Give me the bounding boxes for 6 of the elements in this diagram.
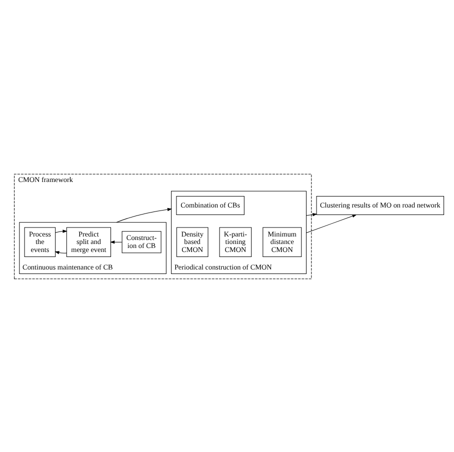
arrow xyxy=(55,229,68,232)
arrow xyxy=(110,240,122,244)
arrow xyxy=(306,212,318,216)
arrow xyxy=(116,207,172,222)
arrow xyxy=(306,214,357,233)
arrow xyxy=(54,250,67,254)
